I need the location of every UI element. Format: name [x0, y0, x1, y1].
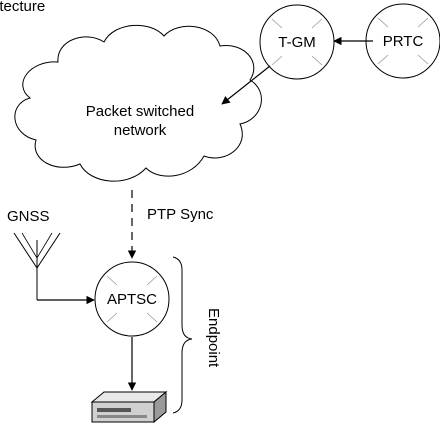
endpoint-label: Endpoint — [205, 308, 222, 368]
endpoint-brace — [172, 256, 193, 414]
tgm-to-network-arrow — [221, 65, 271, 105]
prtc-label: PRTC — [383, 33, 424, 50]
gnss-label: GNSS — [7, 208, 50, 225]
prtc-node: PRTC — [365, 3, 440, 79]
cloud-icon: Packet switched network — [14, 24, 262, 182]
network-label-line1: Packet switched — [86, 103, 194, 120]
device-icon — [90, 390, 168, 424]
antenna-icon — [13, 232, 61, 300]
ptp-sync-label: PTP Sync — [147, 206, 214, 223]
caption-fragment: itecture — [0, 0, 45, 15]
tgm-node: T-GM — [259, 4, 335, 80]
tgm-label: T-GM — [278, 34, 316, 51]
aptsc-node: APTSC — [94, 261, 170, 337]
aptsc-label: APTSC — [107, 291, 157, 308]
network-label-line2: network — [114, 122, 167, 139]
